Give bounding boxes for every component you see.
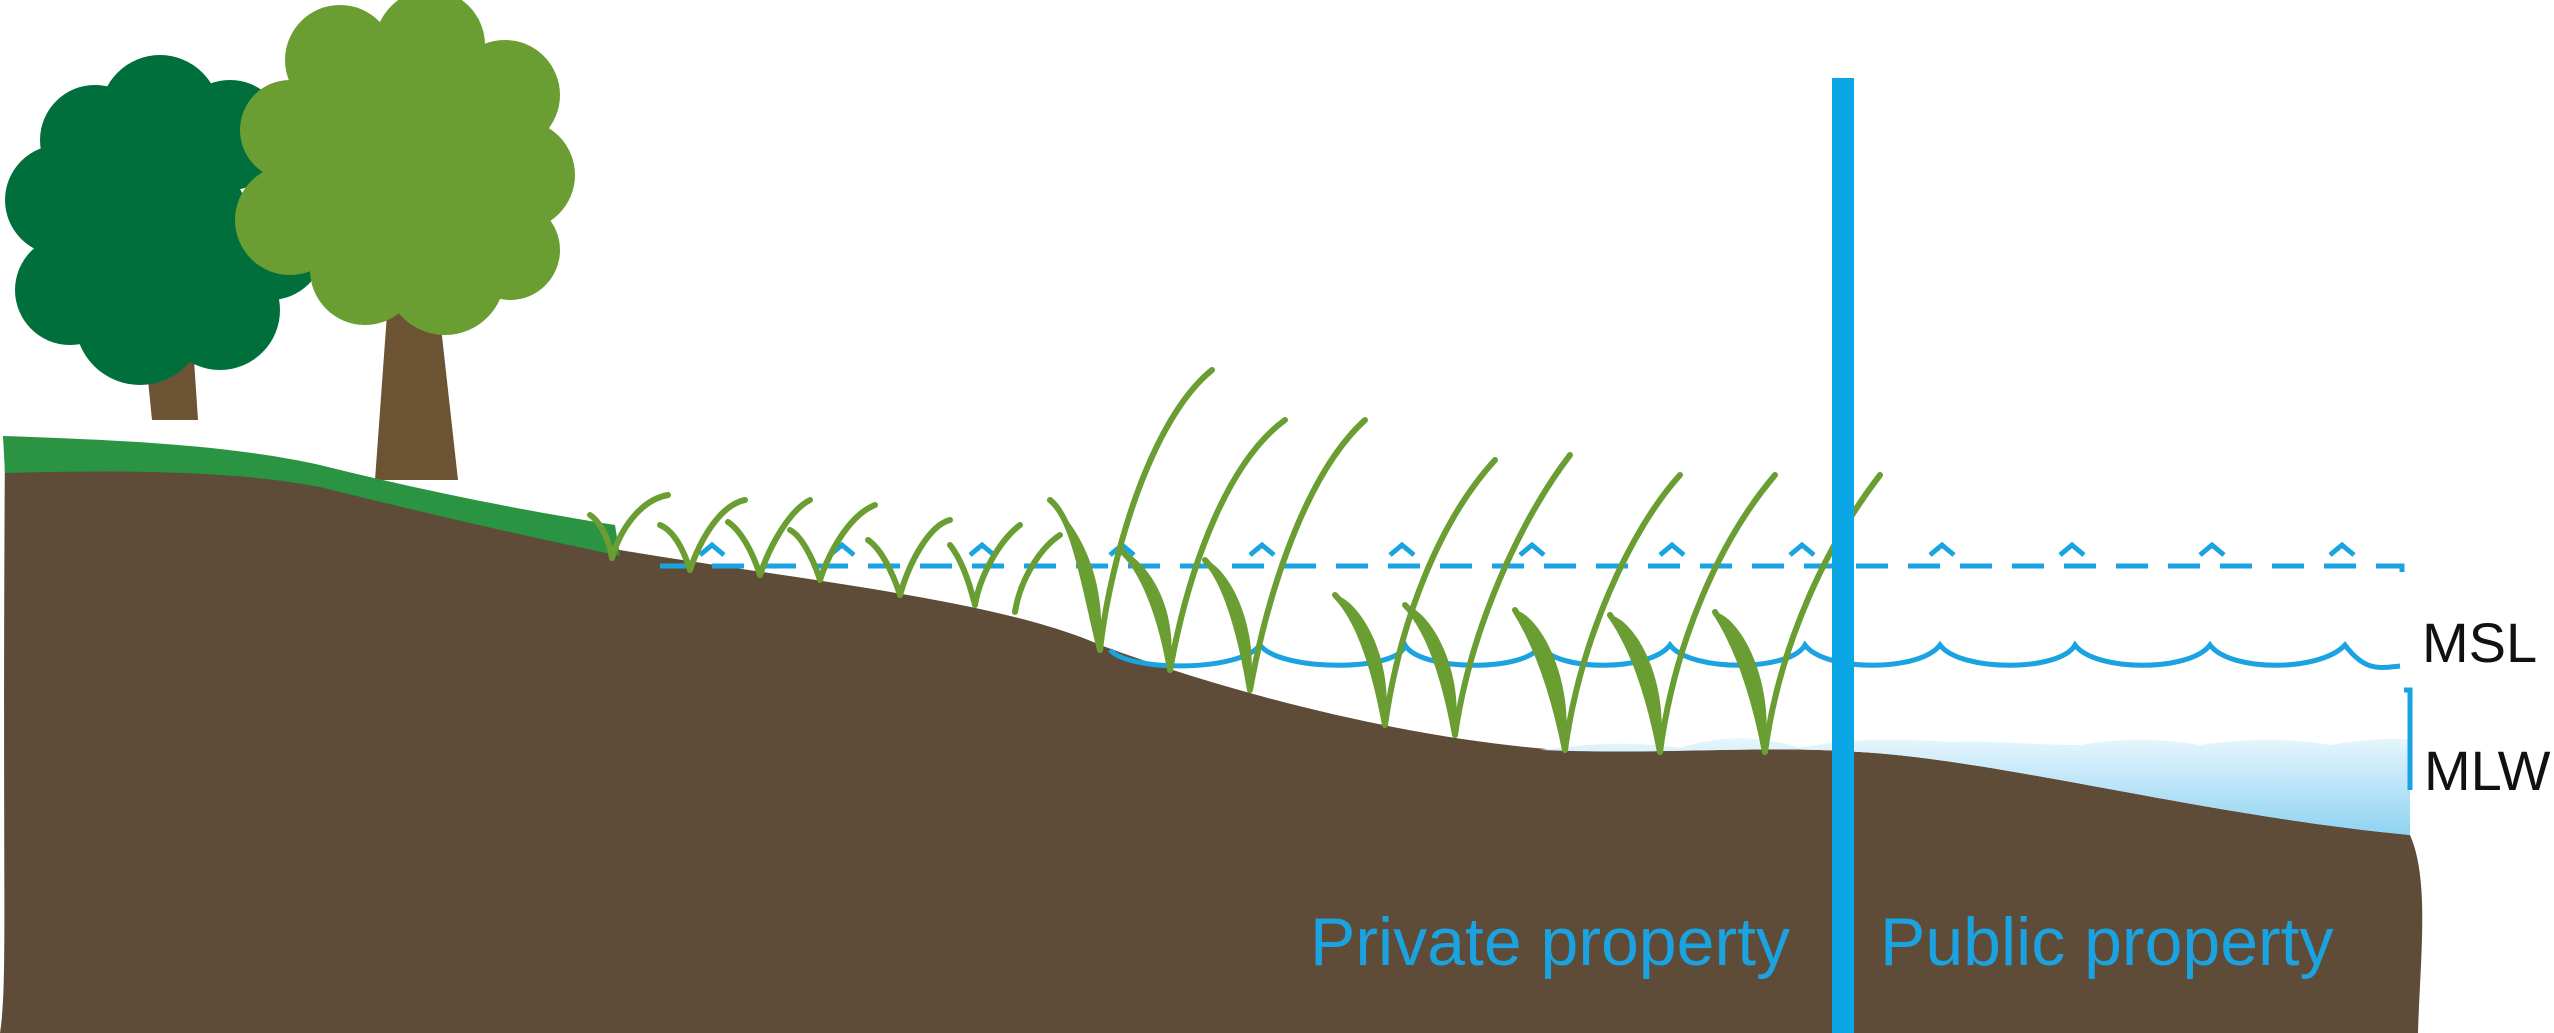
grass-strip (3, 436, 620, 556)
tree-light-icon (235, 0, 575, 480)
mlw-label: MLW (2424, 739, 2551, 802)
reed-icon (587, 367, 1883, 755)
public-property-label: Public property (1880, 904, 2334, 980)
private-property-label: Private property (1310, 904, 1790, 980)
high-water-crests (698, 541, 2356, 557)
low-water-area (1540, 738, 2410, 835)
reed-leaf-fill (1045, 500, 1767, 752)
mlw-bracket (2404, 687, 2413, 790)
soil-ground (0, 440, 2423, 1033)
high-water-line (660, 563, 2405, 580)
property-boundary-post (1832, 78, 1854, 1033)
msl-label: MSL (2422, 611, 2537, 674)
